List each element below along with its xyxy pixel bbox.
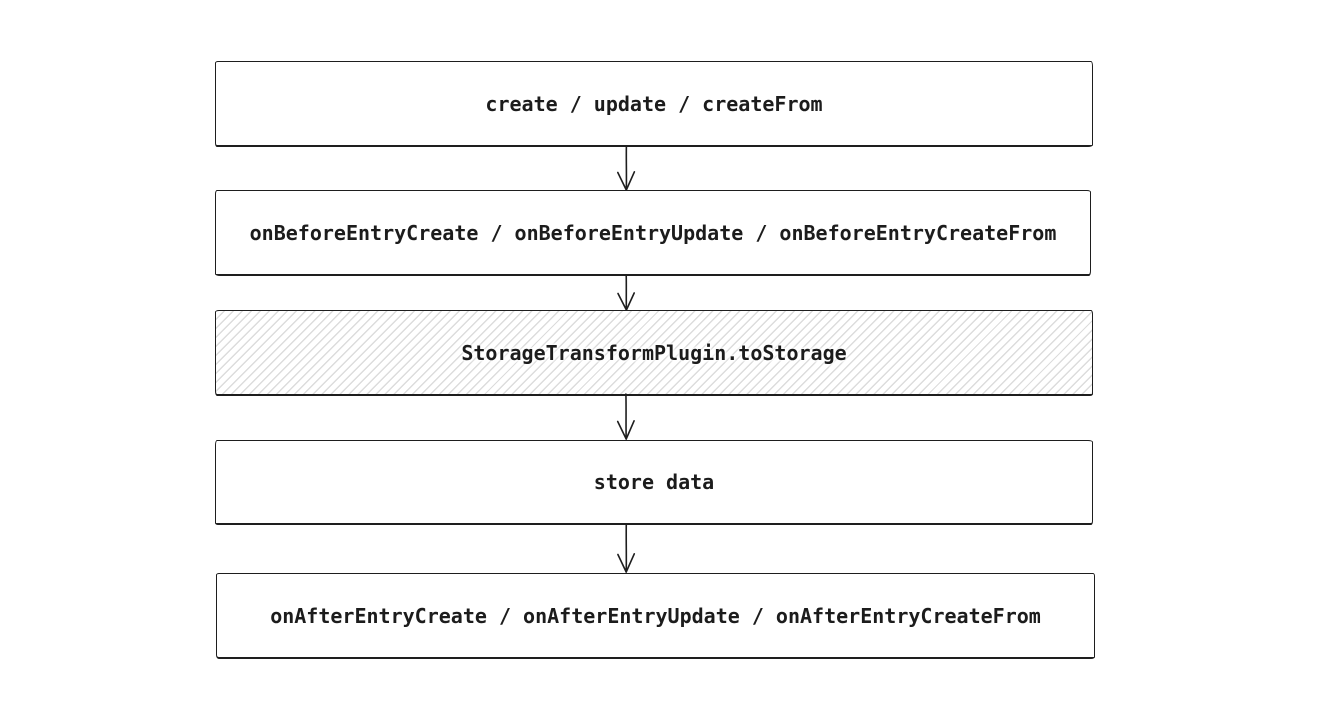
node-label: onBeforeEntryCreate / onBeforeEntryUpdat… xyxy=(249,220,1057,245)
flow-node-create-update-createfrom: create / update / createFrom xyxy=(215,61,1093,147)
flow-node-onbefore-entry-hooks: onBeforeEntryCreate / onBeforeEntryUpdat… xyxy=(215,190,1091,276)
flow-node-store-data: store data xyxy=(215,440,1093,525)
arrow-down-icon xyxy=(617,523,636,573)
node-label: StorageTransformPlugin.toStorage xyxy=(461,340,847,365)
arrow-down-icon xyxy=(616,393,635,440)
flow-node-onafter-entry-hooks: onAfterEntryCreate / onAfterEntryUpdate … xyxy=(216,573,1095,659)
node-label: onAfterEntryCreate / onAfterEntryUpdate … xyxy=(270,603,1041,628)
node-label: create / update / createFrom xyxy=(485,91,823,116)
node-label: store data xyxy=(593,470,715,494)
arrow-down-icon xyxy=(617,145,636,191)
arrow-down-icon xyxy=(617,274,635,311)
flow-node-storage-transform-plugin: StorageTransformPlugin.toStorage xyxy=(215,310,1093,396)
